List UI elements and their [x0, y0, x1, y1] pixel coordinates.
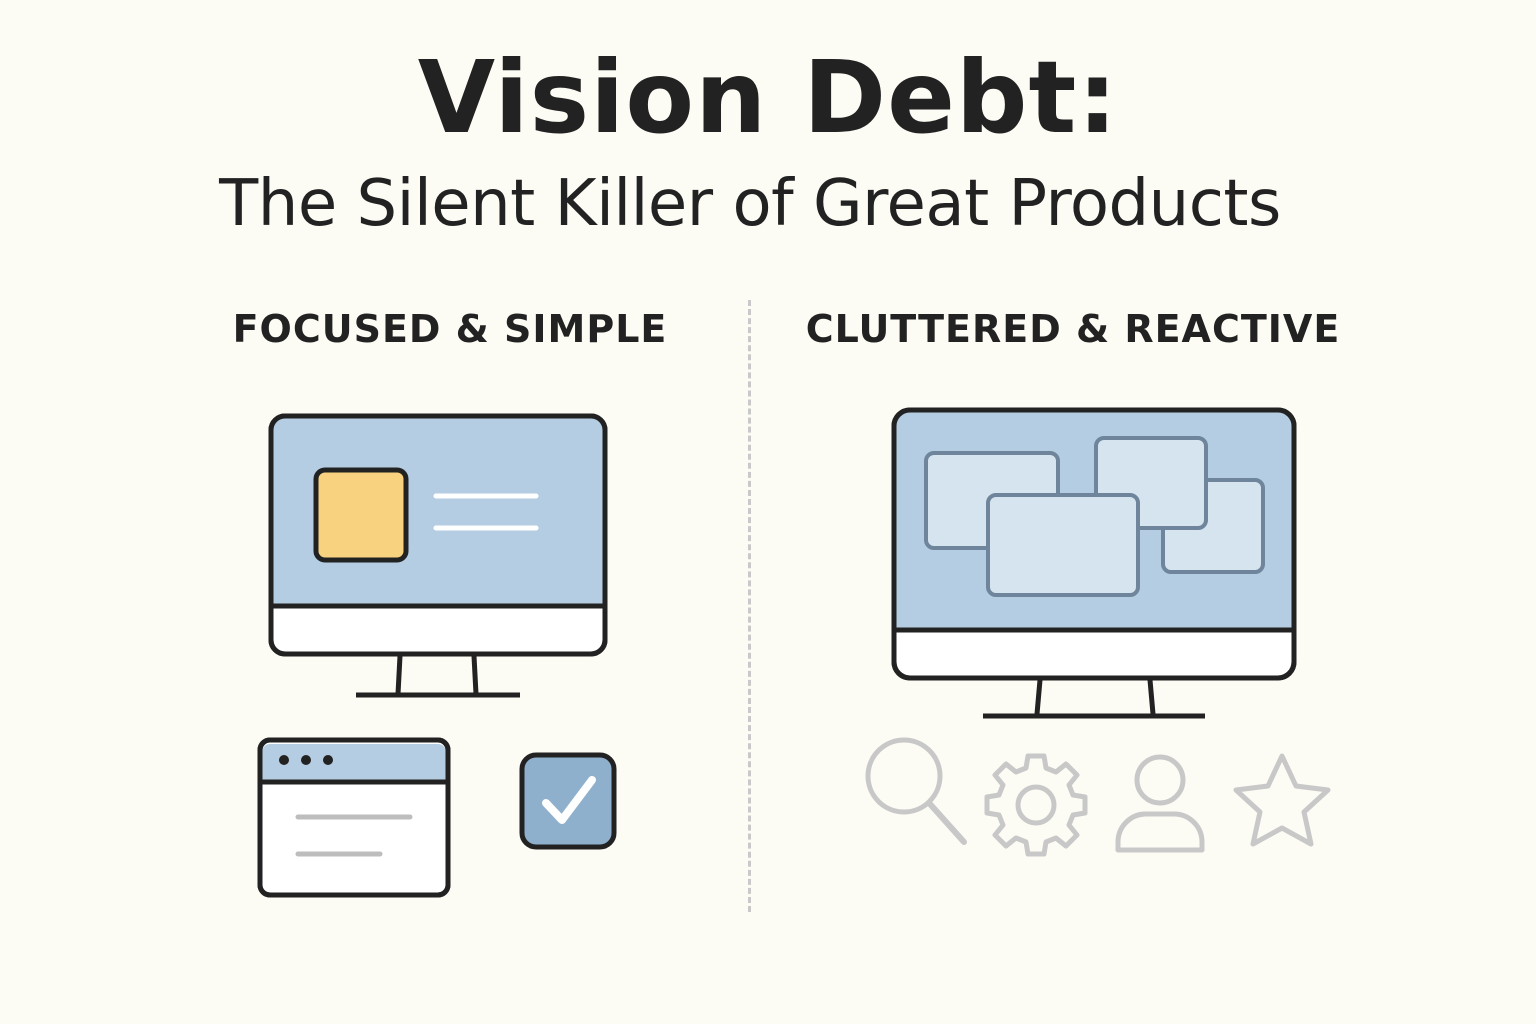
right-panel-label: CLUTTERED & REACTIVE [805, 307, 1341, 351]
search-icon [865, 737, 967, 845]
page-subtitle: The Silent Killer of Great Products [219, 167, 1281, 241]
star-icon [1233, 753, 1331, 847]
user-icon [1115, 754, 1205, 853]
focused-monitor-icon [268, 413, 608, 698]
gear-icon [984, 753, 1088, 857]
left-panel-label: FOCUSED & SIMPLE [232, 307, 668, 351]
cluttered-monitor-icon [891, 407, 1297, 719]
page-title: Vision Debt: [417, 39, 1119, 156]
panel-divider [748, 300, 751, 912]
browser-window-icon [257, 737, 451, 898]
checkbox-checked-icon [519, 752, 617, 850]
